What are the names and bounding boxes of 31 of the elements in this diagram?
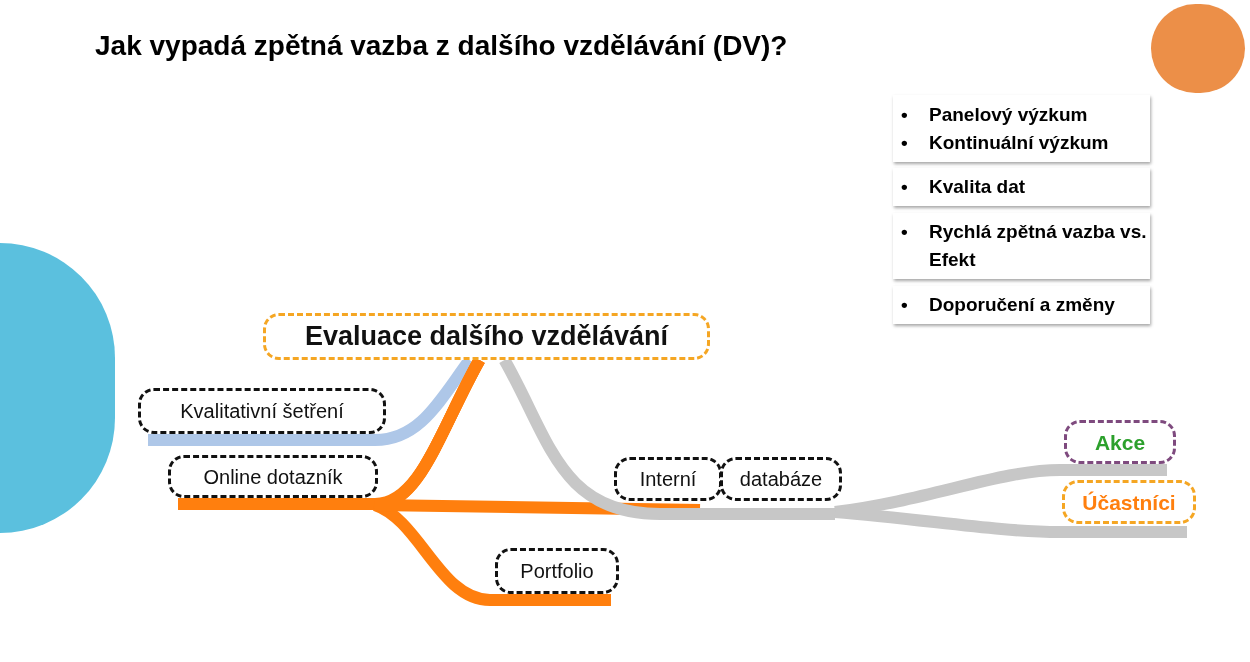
note-card — [893, 95, 1150, 162]
topic-text: Účastníci — [1082, 491, 1176, 513]
topic-text: Online dotazník — [203, 466, 343, 487]
topic-label — [1062, 480, 1196, 524]
bullet-marker: • — [901, 293, 908, 317]
bullet-text: Rychlá zpětná vazba vs. Efekt — [929, 221, 1147, 270]
topic-label — [168, 455, 378, 498]
topic-text: Evaluace dalšího vzdělávání — [304, 323, 669, 350]
topic-label — [263, 313, 710, 360]
bullet-text: Kontinuální výzkum — [929, 131, 1109, 153]
topic-text: Akce — [1094, 431, 1146, 453]
topic-text: Kvalitativní šetření — [180, 401, 344, 421]
bullet-text: Kvalita dat — [929, 176, 1026, 197]
bullet-text: Panelový výzkum — [929, 103, 1088, 125]
topic-text: Interní — [639, 469, 697, 489]
bullet-text: Doporučení a změny — [929, 294, 1115, 315]
bullet-marker: • — [901, 175, 908, 199]
topic-text: Portfolio — [520, 561, 594, 581]
slide-title: Jak vypadá zpětná vazba z dalšího vzdělávání (DV)? — [95, 29, 788, 63]
note-card — [893, 286, 1150, 324]
note-card — [893, 168, 1150, 206]
topic-label — [720, 457, 842, 501]
topic-label — [138, 388, 386, 434]
topic-text: databáze — [739, 469, 823, 489]
bullet-marker: • — [901, 130, 908, 155]
bullet-marker: • — [901, 102, 908, 127]
topic-label — [495, 548, 619, 594]
bullet-marker: • — [901, 220, 908, 244]
topic-label — [1064, 420, 1176, 464]
topic-label — [614, 457, 722, 501]
note-card — [893, 213, 1150, 279]
